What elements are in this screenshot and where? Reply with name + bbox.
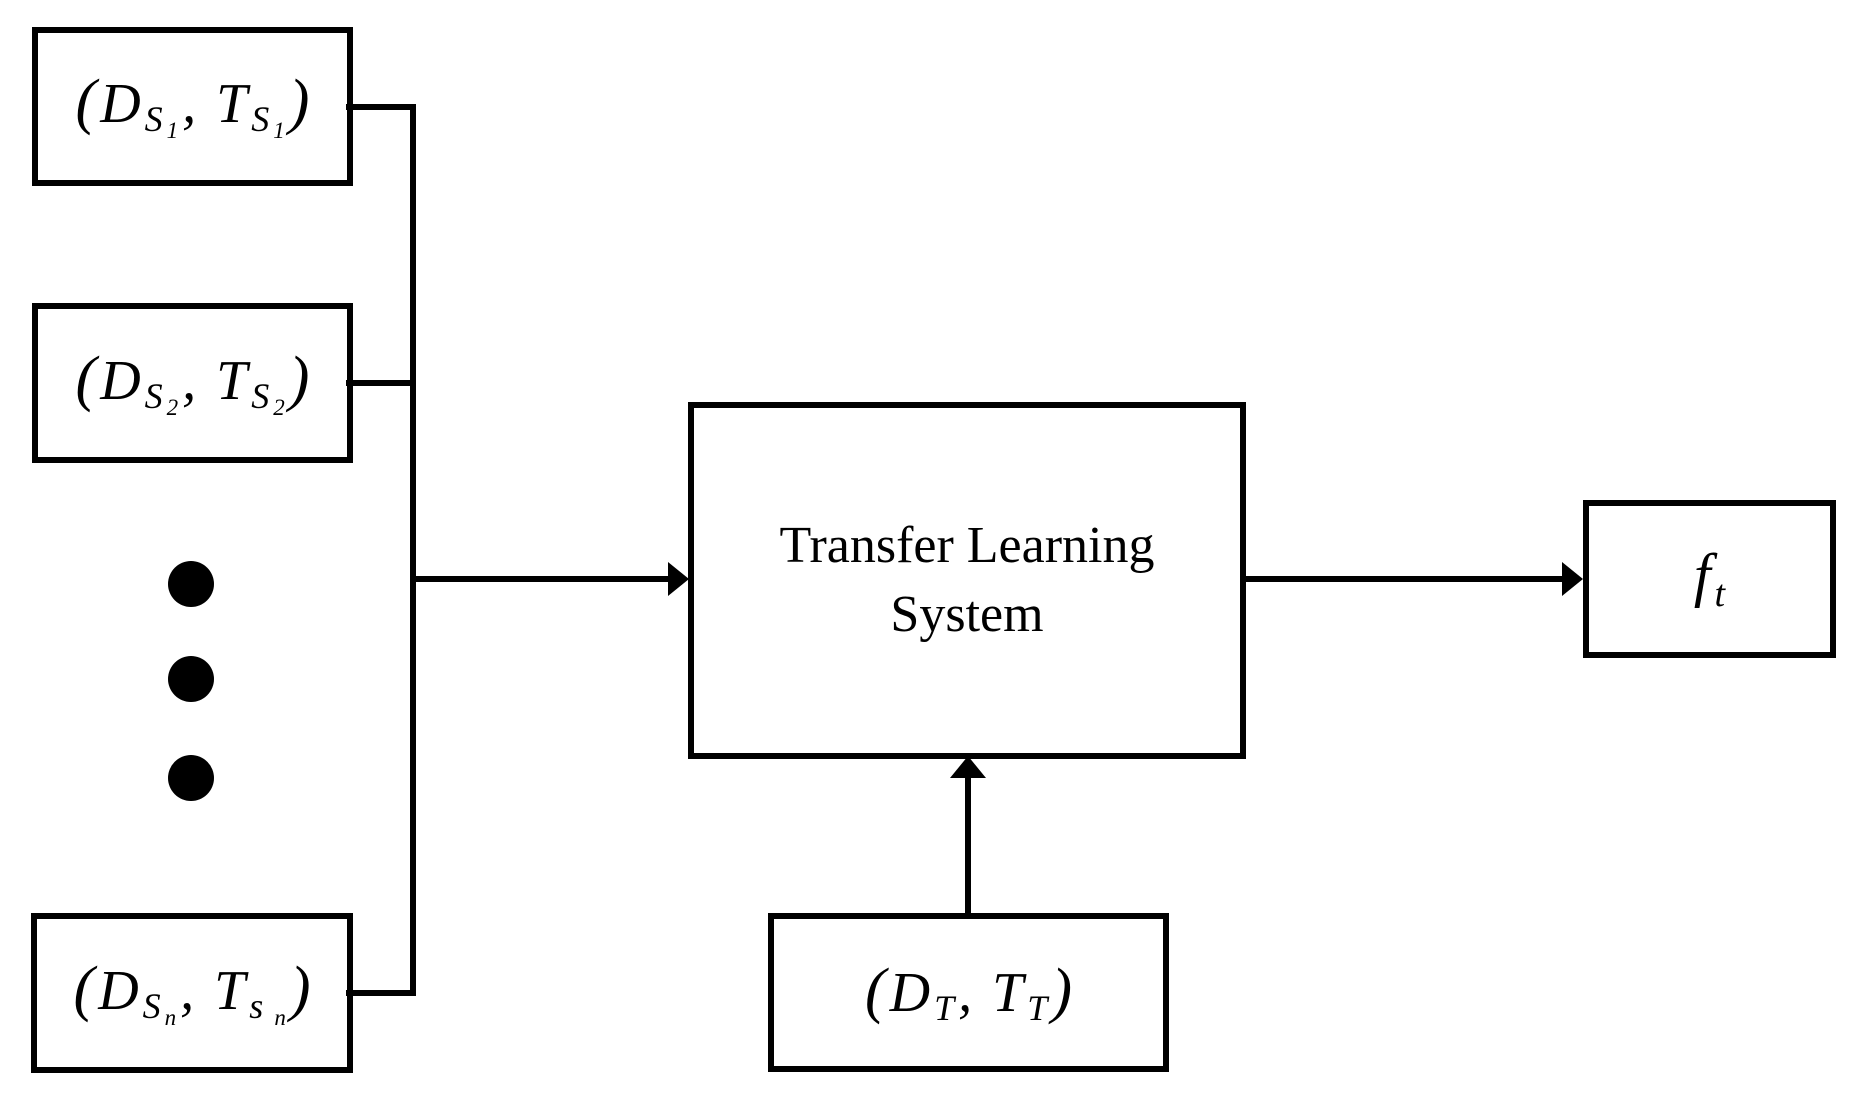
paren-close: ) [288, 344, 310, 413]
paren-open: ( [75, 68, 97, 136]
math-var-t: T [992, 961, 1024, 1024]
math-subsub: 1 [273, 118, 285, 143]
stub-line-source-1 [346, 104, 416, 110]
source-box-1-label: ( D S 1 , T S 1 ) [76, 71, 310, 142]
target-box-label: ( D T , T T ) [865, 960, 1072, 1026]
ellipsis-dot-3 [168, 755, 214, 801]
arrow-system-to-output-line [1243, 576, 1565, 582]
math-sub: t [1714, 573, 1726, 615]
math-subsub: 1 [166, 118, 179, 143]
paren-close: ) [1051, 956, 1072, 1025]
paren-close: ) [289, 954, 311, 1023]
math-subsub: n [274, 1004, 286, 1030]
source-box-n-label: ( D S n , T s n ) [74, 958, 311, 1029]
output-box: f t [1583, 500, 1836, 658]
math-sub: S [144, 375, 163, 416]
system-label-line-2: System [890, 585, 1044, 643]
paren-close: ) [288, 68, 310, 136]
source-box-2: ( D S 2 , T S 2 ) [32, 303, 353, 463]
math-sub: S [251, 99, 270, 139]
math-sub: S [144, 99, 163, 139]
math-sub: S [142, 985, 161, 1026]
math-comma: , [958, 961, 973, 1024]
stub-line-source-n [346, 990, 416, 996]
math-var-t: T [216, 349, 248, 412]
arrow-sources-to-system-head [668, 562, 689, 596]
math-var-d: D [889, 961, 931, 1024]
source-box-2-label: ( D S 2 , T S 2 ) [76, 348, 310, 419]
ellipsis-dot-1 [168, 561, 214, 607]
math-var-f: f [1693, 542, 1711, 608]
arrow-sources-to-system-line [413, 576, 670, 582]
math-var-d: D [100, 73, 141, 135]
math-sub: s [249, 985, 264, 1026]
stub-line-source-2 [346, 380, 416, 386]
math-comma: , [182, 73, 197, 135]
math-var-d: D [98, 959, 139, 1022]
math-subsub: 2 [273, 394, 285, 420]
math-comma: , [182, 349, 197, 412]
math-sub: S [251, 375, 270, 416]
paren-open: ( [73, 954, 95, 1023]
system-label-line-1: Transfer Learning [779, 516, 1155, 574]
target-box: ( D T , T T ) [768, 913, 1169, 1072]
paren-open: ( [865, 956, 886, 1025]
paren-open: ( [75, 344, 97, 413]
math-sub: T [1027, 987, 1048, 1028]
math-var-d: D [100, 349, 141, 412]
bus-line [410, 104, 416, 996]
math-var-t: T [214, 959, 246, 1022]
arrow-target-to-system-line [965, 774, 971, 915]
source-box-1: ( D S 1 , T S 1 ) [32, 27, 353, 186]
source-box-n: ( D S n , T s n ) [31, 913, 353, 1073]
arrow-system-to-output-head [1562, 562, 1583, 596]
math-sub: T [934, 987, 955, 1028]
transfer-learning-system-box: Transfer Learning System [688, 402, 1246, 759]
transfer-learning-system-label: Transfer Learning System [780, 512, 1155, 649]
arrow-target-to-system-head [950, 756, 986, 778]
output-box-label: f t [1694, 545, 1725, 613]
math-var-t: T [216, 73, 248, 135]
math-subsub: n [164, 1004, 177, 1030]
ellipsis-dot-2 [168, 656, 214, 702]
math-subsub: 2 [166, 394, 179, 420]
math-comma: , [180, 959, 195, 1022]
